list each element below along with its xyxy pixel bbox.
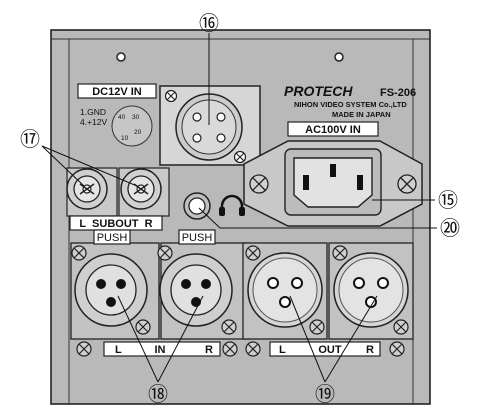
- out-label-mid: OUT: [318, 344, 342, 356]
- xlr-out-r-screw-tl-cross: [334, 247, 346, 259]
- out-label-box: [269, 341, 381, 357]
- xlr-in-l-pin-3: [106, 297, 116, 307]
- callout-18-leader-l: [117, 295, 159, 383]
- dc-pin1-text: 1.GND: [80, 107, 106, 117]
- xlr-in-l-pin-1: [96, 279, 106, 289]
- bottom-screw-right-cross: [391, 343, 403, 355]
- ac-inlet-socket: [293, 157, 373, 208]
- bottom-screw-mid-left-cross: [224, 343, 236, 355]
- out-label-r: R: [366, 344, 374, 356]
- headphone-icon: [219, 194, 245, 216]
- dc-connector-ring: [111, 105, 153, 147]
- ac-label-box: [287, 121, 379, 137]
- xlr-out-r-screw-br-cross: [395, 321, 407, 333]
- xlr-in-r-pin-2: [201, 279, 211, 289]
- xlr-in-r-screw-tl-cross: [159, 247, 171, 259]
- xlr-in-r-inner: [170, 264, 222, 316]
- callout-17-leader-l: [41, 145, 85, 187]
- ac-label: AC100V IN: [305, 124, 361, 136]
- mic-screw-tl-cross: [166, 91, 176, 101]
- dc-label: DC12V IN: [92, 86, 142, 98]
- callout-20-leader: [198, 207, 437, 229]
- out-label-l: L: [279, 344, 286, 356]
- bottom-screw-left-cross: [78, 343, 90, 355]
- in-label-mid: IN: [155, 344, 166, 356]
- xlr-out-l-pin-3: [279, 296, 291, 308]
- callout-18: ⑱: [148, 383, 168, 406]
- dc-num-40: 40: [118, 114, 126, 121]
- callout-19-leader-l: [289, 295, 326, 383]
- dc-label-box: [77, 83, 157, 99]
- callout-19-leader-r: [324, 295, 378, 383]
- callout-19: ⑲: [315, 383, 335, 406]
- xlr-in-l-pin-2: [116, 279, 126, 289]
- xlr-in-r-push: PUSH: [182, 232, 213, 244]
- callout-20: ⑳: [440, 217, 460, 240]
- subout-l-mark: [79, 183, 95, 195]
- ac-pin-ground: [330, 164, 336, 177]
- bottom-screw-mid-right-cross: [247, 343, 259, 355]
- ac-screw-right-cross: [400, 177, 414, 191]
- xlr-in-l-push: PUSH: [97, 232, 128, 244]
- xlr-out-l-screw-br-cross: [311, 321, 323, 333]
- xlr-out-l-inner: [252, 257, 318, 323]
- callout-17: ⑰: [20, 128, 40, 151]
- xlr-in-l-inner: [85, 264, 137, 316]
- in-label-r: R: [205, 344, 213, 356]
- ac-screw-left-cross: [252, 177, 266, 191]
- xlr-in-r-pin-1: [181, 279, 191, 289]
- in-label-box: [103, 341, 221, 357]
- xlr-out-r-pin-2: [377, 277, 389, 289]
- xlr-in-l-push-box: [93, 229, 131, 245]
- xlr-out-l-pin-1: [267, 277, 279, 289]
- xlr-out-r-pin-3: [365, 296, 377, 308]
- xlr-out-l-screw-tl-cross: [247, 247, 259, 259]
- mount-hole-left: [116, 52, 126, 62]
- model-text: FS-206: [380, 87, 416, 99]
- mic-pin-1: [192, 112, 202, 122]
- made-in-text: MADE IN JAPAN: [332, 110, 391, 119]
- ac-pin-right: [357, 175, 363, 190]
- xlr-out-r-inner: [338, 257, 404, 323]
- dc-num-10: 10: [121, 135, 129, 142]
- xlr-in-l-screw-br-cross: [137, 321, 149, 333]
- xlr-out-l-pin-2: [291, 277, 303, 289]
- mic-pin-4: [216, 133, 226, 143]
- callout-17-leader-r: [41, 145, 138, 187]
- xlr-out-r-pin-1: [353, 277, 365, 289]
- mic-screw-br-cross: [235, 152, 245, 162]
- mic-pin-2: [216, 112, 226, 122]
- xlr-in-r-push-box: [178, 229, 216, 245]
- maker-text: NIHON VIDEO SYSTEM Co.,LTD: [294, 100, 407, 109]
- callout-15: ⑮: [438, 189, 458, 212]
- subout-label: L SUBOUT R: [79, 218, 152, 230]
- mount-hole-right: [334, 52, 344, 62]
- dc-num-20: 20: [134, 129, 142, 136]
- brand-text: PROTECH: [284, 83, 353, 99]
- callout-16: ⑯: [199, 12, 219, 35]
- xlr-in-r-screw-br-cross: [223, 321, 235, 333]
- ac-pin-left: [303, 175, 309, 190]
- dc-pin4-text: 4.+12V: [80, 117, 108, 127]
- mic-pin-3: [192, 133, 202, 143]
- callout-18-leader-r: [157, 295, 204, 383]
- xlr-in-l-screw-tl-cross: [73, 247, 85, 259]
- in-label-l: L: [115, 344, 122, 356]
- dc-num-30: 30: [132, 114, 140, 121]
